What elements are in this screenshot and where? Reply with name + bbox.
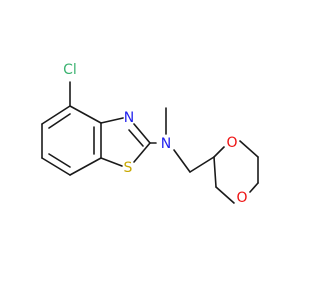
bond-c3a-c4: [69, 105, 102, 124]
bond-n3-c2: [133, 123, 151, 144]
atom-label-o1: O: [226, 135, 237, 151]
atom-labels: Cl N S N O O: [63, 62, 247, 206]
bond-c2-s1: [133, 142, 151, 163]
bond-c6-c7-inner: [48, 153, 71, 168]
bond-skeleton: [41, 81, 259, 204]
bond-n-ch2: [173, 149, 191, 173]
bond-c3a-n3: [100, 117, 124, 124]
bond-ch2-c2-dioxane: [189, 156, 215, 173]
bond-o1-c6: [239, 140, 259, 158]
atom-label-n-thiazole: N: [124, 110, 134, 126]
atom-label-s: S: [124, 160, 133, 176]
bond-c4-c5-inner: [48, 113, 71, 129]
atom-label-cl: Cl: [63, 62, 77, 78]
bond-c5-o4: [249, 182, 259, 193]
bond-o4-c3: [215, 186, 235, 204]
atom-label-o2: O: [236, 190, 247, 206]
molecule-structure-diagram: Cl N S N O O: [41, 62, 259, 206]
bond-c7-c7a: [69, 157, 102, 176]
bond-c2-o1: [213, 146, 225, 158]
bond-s1-c7a: [100, 157, 123, 167]
atom-label-n-amine: N: [161, 136, 171, 152]
bond-c6-c7: [41, 157, 71, 176]
bond-c3-c2: [213, 156, 217, 188]
bond-n3-c2-double: [128, 129, 144, 147]
bond-c4-c5: [41, 105, 71, 125]
